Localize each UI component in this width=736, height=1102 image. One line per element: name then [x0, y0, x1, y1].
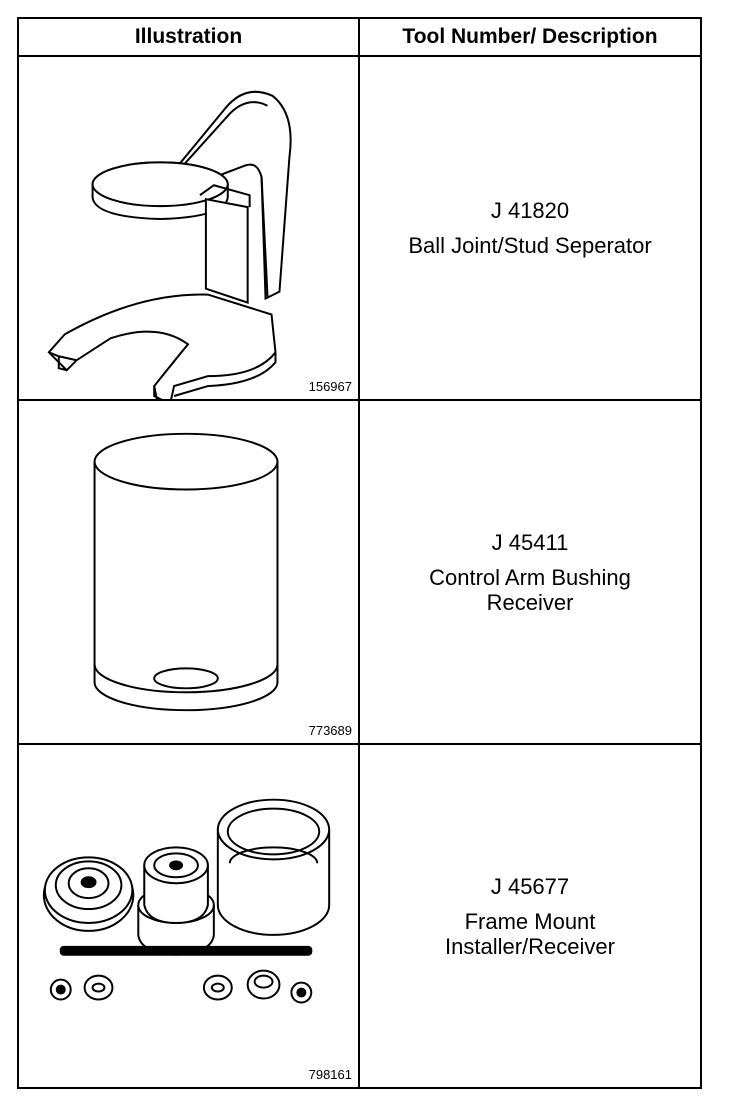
header-illustration: Illustration	[17, 17, 360, 57]
tool-number: J 45677	[490, 873, 570, 899]
tool-number: J 41820	[490, 198, 570, 223]
description-cell: J 41820 Ball Joint/Stud Seperator	[358, 55, 702, 401]
illustration-cell: 773689	[17, 399, 360, 745]
table-row: 773689 J 45411 Control Arm Bushing Recei…	[17, 399, 702, 745]
illustration-cell: 156967	[17, 55, 360, 401]
bushing-receiver-cylinder-icon	[93, 432, 279, 712]
table-header-row: Illustration Tool Number/ Description	[17, 17, 702, 57]
tool-description: Ball Joint/Stud Seperator	[408, 233, 652, 258]
illustration-cell: 798161	[17, 743, 360, 1089]
description-cell: J 45677 Frame Mount Installer/Receiver	[358, 743, 702, 1089]
tool-description: Control Arm Bushing Receiver	[429, 564, 631, 615]
table-row: 156967 J 41820 Ball Joint/Stud Seperator	[17, 55, 702, 401]
figure-number: 156967	[308, 379, 352, 394]
header-tool-description: Tool Number/ Description	[358, 17, 702, 57]
table-row: 798161 J 45677 Frame Mount Installer/Rec…	[17, 743, 702, 1089]
tool-description: Frame Mount Installer/Receiver	[445, 908, 615, 959]
description-cell: J 45411 Control Arm Bushing Receiver	[358, 399, 702, 745]
figure-number: 773689	[308, 723, 352, 738]
special-tools-table: Illustration Tool Number/ Description	[17, 17, 702, 1089]
ball-joint-separator-icon	[47, 90, 292, 399]
figure-number: 798161	[308, 1067, 352, 1082]
tool-number: J 45411	[491, 529, 569, 555]
frame-mount-tool-set-icon	[42, 798, 331, 1004]
